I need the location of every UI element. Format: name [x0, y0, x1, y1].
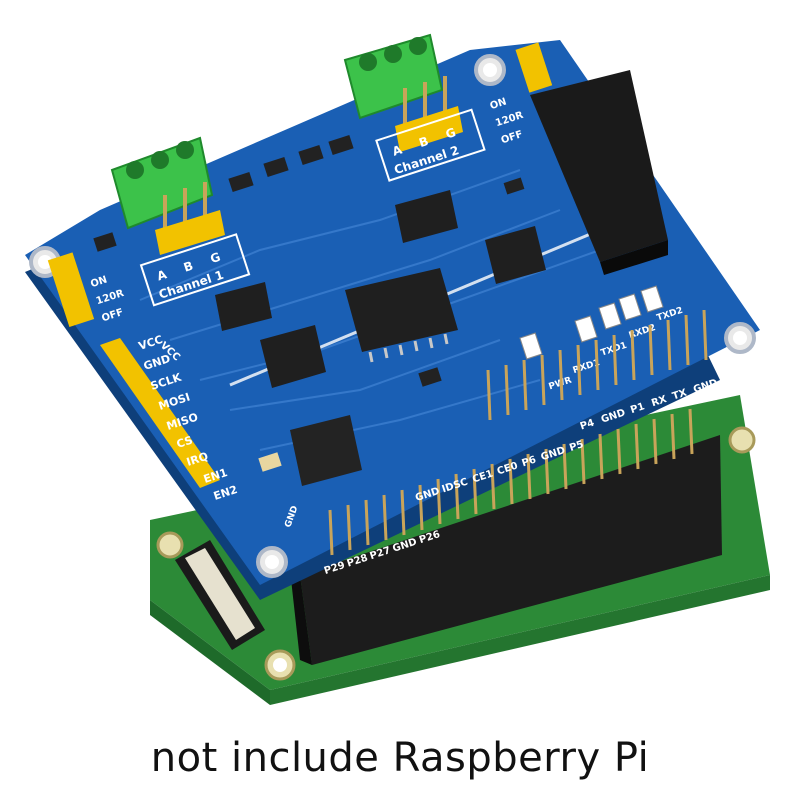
rs485-can-hat: A B G Channel 1 A B G Channel 2 ON 120R …: [25, 33, 760, 585]
terminal-pin-label: B: [182, 259, 195, 275]
gpio-label: P4: [579, 418, 596, 433]
terminal-pin-label: B: [417, 134, 430, 150]
header-label: IRQ: [185, 450, 210, 469]
gpio-label: 5V: [721, 371, 739, 386]
camera-connector: [175, 540, 265, 650]
chip: [260, 325, 326, 388]
terminal-block-channel-1: [110, 136, 225, 255]
spi-header: [100, 338, 220, 488]
chip: [485, 226, 546, 284]
gpio-label: P1: [629, 401, 646, 416]
gpio-label: TX: [671, 387, 688, 402]
jumper-label: ON: [489, 96, 508, 112]
small-components: [93, 134, 525, 472]
chip: [345, 268, 458, 363]
termination-jumper-channel-2: [515, 42, 553, 93]
caption-text: not include Raspberry Pi: [150, 735, 650, 781]
gpio-pins: [328, 309, 708, 556]
mounting-hole: [728, 426, 756, 454]
terminal-block-channel-2: [343, 33, 463, 152]
gpio-label: P6: [521, 454, 538, 469]
gpio-label: 5V: [740, 365, 758, 380]
jumper-label: ON: [89, 274, 108, 290]
chip: [215, 282, 272, 331]
product-photo: A B G Channel 1 A B G Channel 2 ON 120R …: [25, 33, 770, 705]
status-leds: [519, 285, 664, 360]
gpio-stacking-header: [290, 435, 722, 665]
termination-jumper-channel-1: [47, 252, 95, 327]
terminal-pin-label: G: [208, 250, 222, 266]
chip: [290, 415, 362, 486]
gpio-label: P5: [568, 439, 585, 454]
header-label: CS: [175, 433, 194, 450]
gpio-label: RX: [650, 394, 668, 409]
terminal-pin-label: G: [444, 125, 458, 141]
pin-header-connector: [530, 70, 668, 275]
mounting-hole: [156, 531, 184, 559]
chip: [395, 190, 458, 243]
